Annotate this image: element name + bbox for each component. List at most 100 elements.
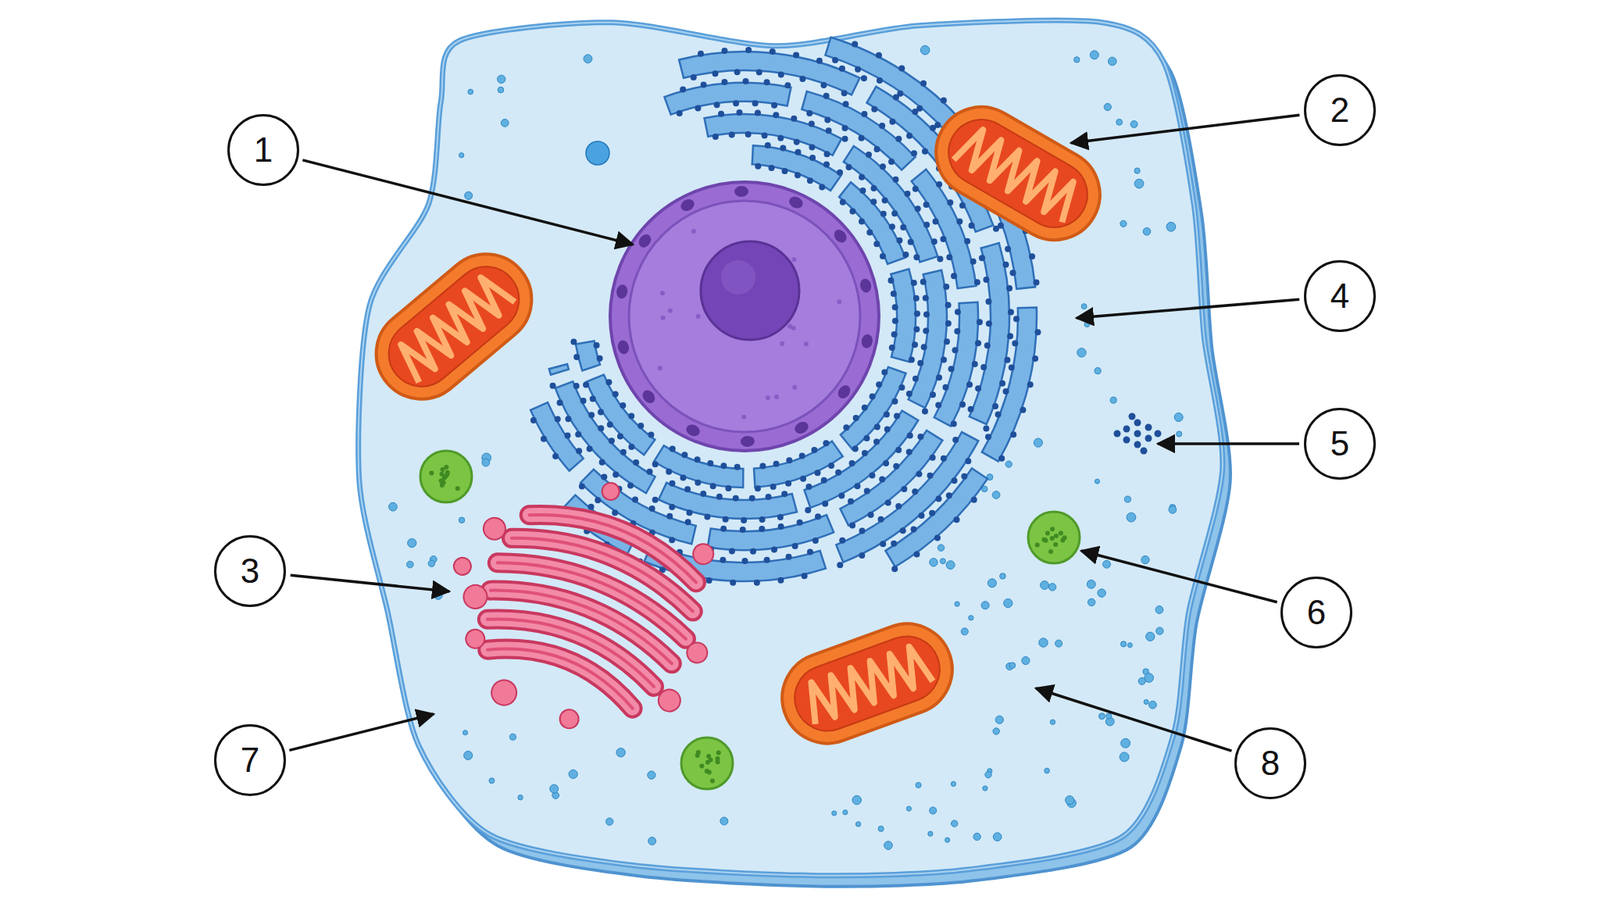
ribosome bbox=[752, 100, 759, 107]
ribosome bbox=[814, 513, 822, 520]
ribosome bbox=[771, 102, 778, 109]
ribosome bbox=[808, 121, 815, 128]
ribosome bbox=[927, 472, 934, 479]
ribosome bbox=[729, 579, 736, 586]
cytoplasm-dot bbox=[1065, 796, 1075, 805]
ribosome bbox=[745, 46, 752, 54]
ribosome bbox=[891, 331, 898, 338]
free-ribosome bbox=[1134, 430, 1142, 438]
ribosome bbox=[799, 452, 806, 459]
ribosome bbox=[759, 463, 766, 470]
cytoplasm-dot bbox=[1009, 662, 1015, 668]
ribosome bbox=[891, 210, 898, 217]
ribosome bbox=[875, 52, 883, 59]
ribosome bbox=[867, 511, 875, 518]
ribosome bbox=[719, 557, 726, 564]
ribosome bbox=[895, 446, 902, 454]
ribosome bbox=[552, 453, 559, 460]
cytoplasm-dot bbox=[1107, 57, 1117, 66]
ribosome bbox=[646, 468, 654, 475]
ribosome bbox=[799, 75, 806, 83]
ribosome bbox=[838, 492, 845, 499]
ribosome bbox=[764, 557, 771, 564]
ribosome bbox=[902, 251, 909, 258]
er-cisterna bbox=[653, 445, 743, 488]
ribosome bbox=[679, 475, 686, 482]
ribosome bbox=[951, 477, 958, 484]
ribosome bbox=[632, 496, 639, 503]
ribosome bbox=[779, 145, 786, 152]
cytoplasm-dot bbox=[1089, 50, 1099, 60]
ribosome bbox=[742, 78, 750, 85]
ribosome bbox=[564, 432, 572, 439]
ribosome bbox=[1011, 339, 1018, 347]
er-cisterna bbox=[908, 270, 947, 408]
free-ribosome bbox=[1114, 430, 1122, 438]
ribosome bbox=[808, 144, 815, 151]
ribosome bbox=[714, 101, 721, 108]
ribosome bbox=[807, 549, 814, 556]
ribosome bbox=[907, 239, 915, 246]
ribosome bbox=[912, 375, 919, 383]
ribosome bbox=[764, 142, 772, 149]
ribosome bbox=[619, 402, 626, 409]
ribosome bbox=[908, 357, 915, 364]
ribosome bbox=[934, 121, 941, 129]
ribosome bbox=[769, 48, 776, 55]
ribosome bbox=[878, 476, 886, 483]
cytoplasm-dot bbox=[1138, 677, 1146, 685]
ribosome bbox=[793, 139, 800, 146]
ribosome bbox=[818, 183, 825, 190]
ribosome bbox=[849, 460, 856, 467]
er-cisterna bbox=[664, 82, 791, 115]
ribosome bbox=[573, 382, 580, 390]
cytoplasm-dot bbox=[497, 75, 506, 83]
ribosome bbox=[916, 105, 923, 112]
cytoplasm-dot bbox=[389, 502, 398, 511]
leader-line bbox=[1035, 688, 1232, 751]
ribosome bbox=[773, 460, 780, 468]
cytoplasm-dot bbox=[407, 560, 415, 568]
ribosome bbox=[890, 540, 897, 547]
cytoplasm-dot bbox=[517, 795, 523, 800]
cytoplasm-dot bbox=[973, 832, 981, 840]
cytoplasm-dot bbox=[1134, 167, 1140, 174]
ribosome bbox=[975, 385, 982, 392]
ribosome bbox=[753, 579, 761, 586]
callout-number: 7 bbox=[214, 724, 286, 797]
ribosome bbox=[964, 238, 971, 245]
ribosome bbox=[628, 413, 635, 420]
ribosome bbox=[922, 327, 929, 334]
ribosome bbox=[785, 480, 792, 487]
ribosome bbox=[816, 57, 823, 65]
cytoplasm-dot bbox=[568, 769, 578, 779]
ribosome bbox=[874, 146, 881, 153]
ribosome bbox=[668, 536, 675, 543]
ribosome bbox=[784, 82, 791, 89]
cytoplasm-dot bbox=[981, 601, 990, 610]
ribosome bbox=[839, 65, 846, 72]
ribosome bbox=[903, 190, 911, 197]
ribosome bbox=[1008, 364, 1015, 371]
ribosome bbox=[873, 240, 880, 247]
ribosome bbox=[935, 181, 943, 188]
ribosome bbox=[593, 342, 600, 349]
ribosome bbox=[725, 485, 732, 492]
ribosome bbox=[898, 384, 905, 391]
ribosome bbox=[586, 446, 593, 453]
ribosome bbox=[824, 117, 831, 124]
ribosome bbox=[868, 472, 875, 479]
ribosome bbox=[681, 451, 688, 458]
ribosome bbox=[956, 217, 963, 225]
golgi-vesicle bbox=[463, 626, 488, 651]
ribosome bbox=[892, 463, 900, 470]
cytoplasm-dot bbox=[1141, 555, 1150, 564]
ribosome bbox=[785, 553, 793, 561]
free-ribosome bbox=[1128, 413, 1136, 421]
cytoplasm-dot bbox=[950, 820, 958, 827]
ribosome bbox=[978, 254, 986, 261]
ribosome bbox=[1010, 269, 1017, 276]
cytoplasm-dot bbox=[647, 771, 656, 779]
cytoplasm-dot bbox=[855, 821, 861, 827]
ribosome bbox=[866, 228, 873, 236]
